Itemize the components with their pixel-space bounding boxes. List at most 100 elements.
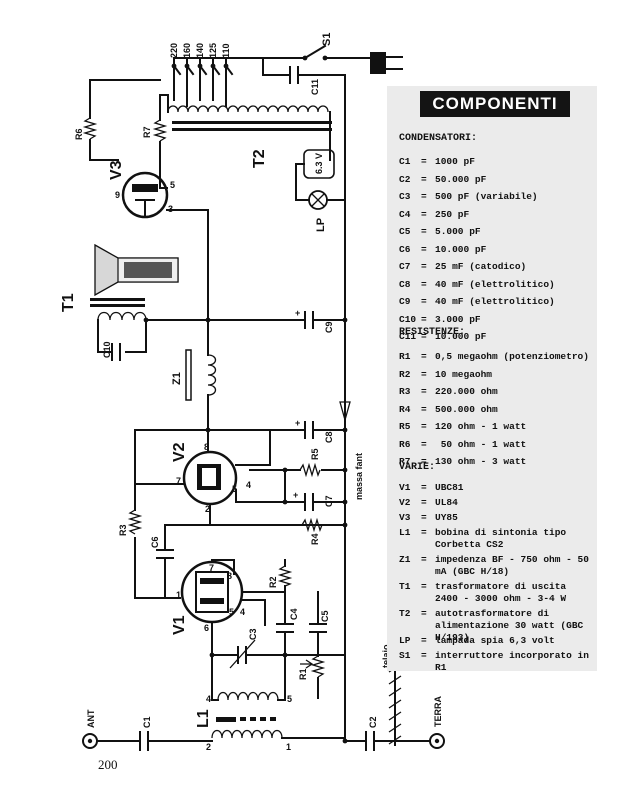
capacitor-c5: C5 <box>309 591 330 651</box>
equals-sign: = <box>421 331 427 342</box>
c9-label: C9 <box>324 321 334 333</box>
component-row: R2 = 10 megaohm <box>399 369 593 381</box>
equals-sign: = <box>421 421 427 432</box>
loudspeaker <box>94 243 179 297</box>
r4-label: R4 <box>310 533 320 545</box>
capacitor-c4: C4 <box>276 608 299 656</box>
ant-label: ANT <box>86 709 96 728</box>
equals-sign: = <box>421 278 427 290</box>
v2-label: V2 <box>171 442 188 462</box>
equals-sign: = <box>421 482 427 493</box>
equals-sign: = <box>421 456 427 467</box>
component-id: C9 <box>399 296 411 307</box>
v1-label: V1 <box>171 615 188 635</box>
component-value: 25 mF (catodico) <box>435 261 527 272</box>
mains-taps: 220 160 140 125 110 <box>169 43 264 101</box>
c5-label: C5 <box>320 610 330 622</box>
component-row: C8=40 mF (elettrolitico) <box>399 279 593 291</box>
component-row: R5 = 120 ohm - 1 watt <box>399 421 593 433</box>
component-id: T2 <box>399 608 411 619</box>
resistor-r2: R2 <box>268 559 293 611</box>
component-id: C10 <box>399 313 417 325</box>
component-id: Z1 <box>399 554 411 565</box>
tube-v3: V3 9 5 3 <box>108 160 209 321</box>
equals-sign: = <box>421 351 427 362</box>
component-row: V2=UL84 <box>399 497 593 509</box>
capacitor-c7: + C7 <box>249 467 348 511</box>
c11-label: C11 <box>310 79 320 95</box>
tap-label: 220 <box>169 43 179 58</box>
component-id: R5 <box>399 421 411 432</box>
massa-label: massa fant <box>354 453 364 500</box>
equals-sign: = <box>421 635 427 646</box>
equals-sign: = <box>421 512 427 523</box>
component-id: L1 <box>399 527 411 538</box>
v3-pin: 9 <box>115 190 120 200</box>
equals-sign: = <box>421 208 427 220</box>
capacitor-c11: C11 <box>289 66 346 95</box>
tuning-coil-l1: L1 4 5 2 1 <box>195 689 346 752</box>
r3-label: R3 <box>118 524 128 536</box>
component-value: trasformatore di uscita 2400 - 3000 ohm … <box>435 581 572 604</box>
resistor-r3: R3 <box>118 483 181 599</box>
component-row: T1=trasformatore di uscita 2400 - 3000 o… <box>399 581 593 605</box>
component-value: 0,5 megaohm (potenziometro) <box>435 351 589 362</box>
resistor-r7: R7 <box>142 94 168 166</box>
equals-sign: = <box>421 173 427 185</box>
mains-plug <box>262 52 403 76</box>
component-row: R1=0,5 megaohm (potenziometro) <box>399 351 593 363</box>
component-value: bobina di sintonia tipo Corbetta CS2 <box>435 527 572 550</box>
potentiometer-r1: R1 <box>284 649 346 699</box>
component-value: UY85 <box>435 512 458 523</box>
equals-sign: = <box>421 608 427 619</box>
equals-sign: = <box>421 226 427 237</box>
component-row: C7=25 mF (catodico) <box>399 261 593 273</box>
component-value: 3.000 pF <box>435 313 481 325</box>
ground-bus: massa fant <box>339 74 364 742</box>
component-value: 500 pF (variabile) <box>435 191 538 202</box>
equals-sign: = <box>421 403 427 415</box>
tap-label: 140 <box>195 43 205 58</box>
component-value: 5.000 pF <box>435 226 481 237</box>
component-value: autotrasformatore di alimentazione 30 wa… <box>435 608 589 643</box>
tube-v2: V2 8 7 5 4 2 <box>134 429 306 526</box>
v1-pin: 6 <box>204 623 209 633</box>
capacitor-c6: C6 <box>150 524 211 599</box>
equals-sign: = <box>421 554 427 565</box>
l1-label: L1 <box>195 709 212 728</box>
equals-sign: = <box>421 368 427 380</box>
page-number: 200 <box>98 757 118 772</box>
component-value: 130 ohm - 3 watt <box>435 456 527 467</box>
equals-sign: = <box>421 581 427 592</box>
c1-label: C1 <box>142 716 152 728</box>
telaio-label: telaio <box>381 644 391 668</box>
component-id: C4 <box>399 208 411 220</box>
component-value: 500.000 ohm <box>435 403 498 415</box>
component-id: C7 <box>399 261 411 272</box>
l1-pin: 1 <box>286 742 291 752</box>
components-panel: COMPONENTI CONDENSATORI: RESISTENZE: VAR… <box>387 86 597 673</box>
component-row: C11 = 10.000 pF <box>399 331 593 343</box>
component-value: 10.000 pF <box>435 331 487 342</box>
component-row: LP=lampada spia 6,3 volt <box>399 635 593 647</box>
component-row: T2 = autotrasformatore di alimentazione 30… <box>399 608 593 644</box>
component-value: 50.000 pF <box>435 173 487 185</box>
v2-pin: 8 <box>204 442 209 452</box>
component-value: 10 megaohm <box>435 368 493 380</box>
capacitor-c8: + C8 <box>269 418 348 443</box>
component-value: 40 mF (elettrolitico) <box>435 278 555 290</box>
r1-label: R1 <box>298 668 308 680</box>
t2-label: T2 <box>251 149 268 168</box>
z1-label: Z1 <box>171 372 183 385</box>
t1-label: T1 <box>60 293 77 312</box>
component-value: 10.000 pF <box>435 243 487 255</box>
svg-text:+: + <box>295 418 300 428</box>
c10-label: C10 <box>102 341 112 358</box>
section-heading: RESISTENZE: <box>399 327 466 338</box>
component-id: C11 <box>399 331 417 342</box>
component-id: R2 <box>399 368 411 380</box>
panel-title: COMPONENTI <box>420 91 570 117</box>
switch-s1: S1 <box>262 33 371 61</box>
component-value: 120 ohm - 1 watt <box>435 421 527 432</box>
r5-label: R5 <box>310 448 320 460</box>
